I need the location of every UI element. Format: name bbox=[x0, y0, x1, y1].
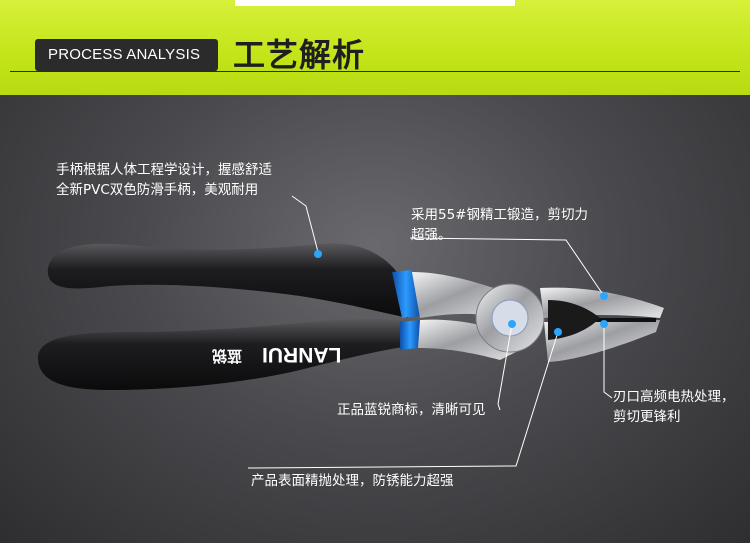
header-rule bbox=[10, 71, 740, 72]
marker-polish bbox=[554, 328, 562, 336]
header-english-label: PROCESS ANALYSIS bbox=[48, 46, 201, 63]
marker-logo bbox=[508, 320, 516, 328]
caption-handle-line-1: 手柄根据人体工程学设计，握感舒适 bbox=[56, 162, 272, 178]
caption-handle-line-2: 全新PVC双色防滑手柄，美观耐用 bbox=[56, 182, 259, 198]
caption-edge: 刃口高频电热处理， 剪切更锋利 bbox=[613, 387, 735, 427]
lower-handle bbox=[37, 319, 413, 390]
leader-logo bbox=[497, 323, 513, 411]
marker-handle bbox=[314, 250, 322, 258]
caption-steel: 采用55#钢精工锻造，剪切力 超强。 bbox=[411, 205, 588, 245]
header-pill bbox=[35, 39, 218, 71]
lower-blue-band bbox=[400, 320, 420, 350]
banner-top-mark bbox=[235, 0, 515, 6]
marker-edge bbox=[600, 320, 608, 328]
upper-handle bbox=[47, 243, 408, 318]
leader-polish bbox=[247, 331, 559, 469]
pivot-emblem bbox=[491, 299, 529, 337]
brand-chinese-logo: 蓝锐 bbox=[212, 347, 243, 365]
caption-edge-line-1: 刃口高频电热处理， bbox=[613, 389, 735, 405]
caption-polish: 产品表面精抛处理，防锈能力超强 bbox=[251, 471, 454, 491]
brand-latin-logo: LANRUI bbox=[262, 343, 342, 366]
caption-logo-line-1: 正品蓝锐商标，清晰可见 bbox=[337, 402, 486, 418]
caption-logo: 正品蓝锐商标，清晰可见 bbox=[337, 400, 486, 420]
caption-steel-line-1: 采用55#钢精工锻造，剪切力 bbox=[411, 207, 588, 223]
caption-edge-line-2: 剪切更锋利 bbox=[613, 409, 681, 425]
marker-steel bbox=[600, 292, 608, 300]
leader-edge bbox=[603, 324, 613, 399]
upper-blue-band bbox=[392, 270, 420, 318]
caption-steel-line-2: 超强。 bbox=[411, 227, 452, 243]
leader-steel bbox=[409, 237, 605, 297]
caption-handle: 手柄根据人体工程学设计，握感舒适 全新PVC双色防滑手柄，美观耐用 bbox=[56, 160, 272, 200]
page-title: 工艺解析 bbox=[233, 36, 366, 74]
leader-handle bbox=[291, 195, 319, 253]
caption-polish-line-1: 产品表面精抛处理，防锈能力超强 bbox=[251, 473, 454, 489]
